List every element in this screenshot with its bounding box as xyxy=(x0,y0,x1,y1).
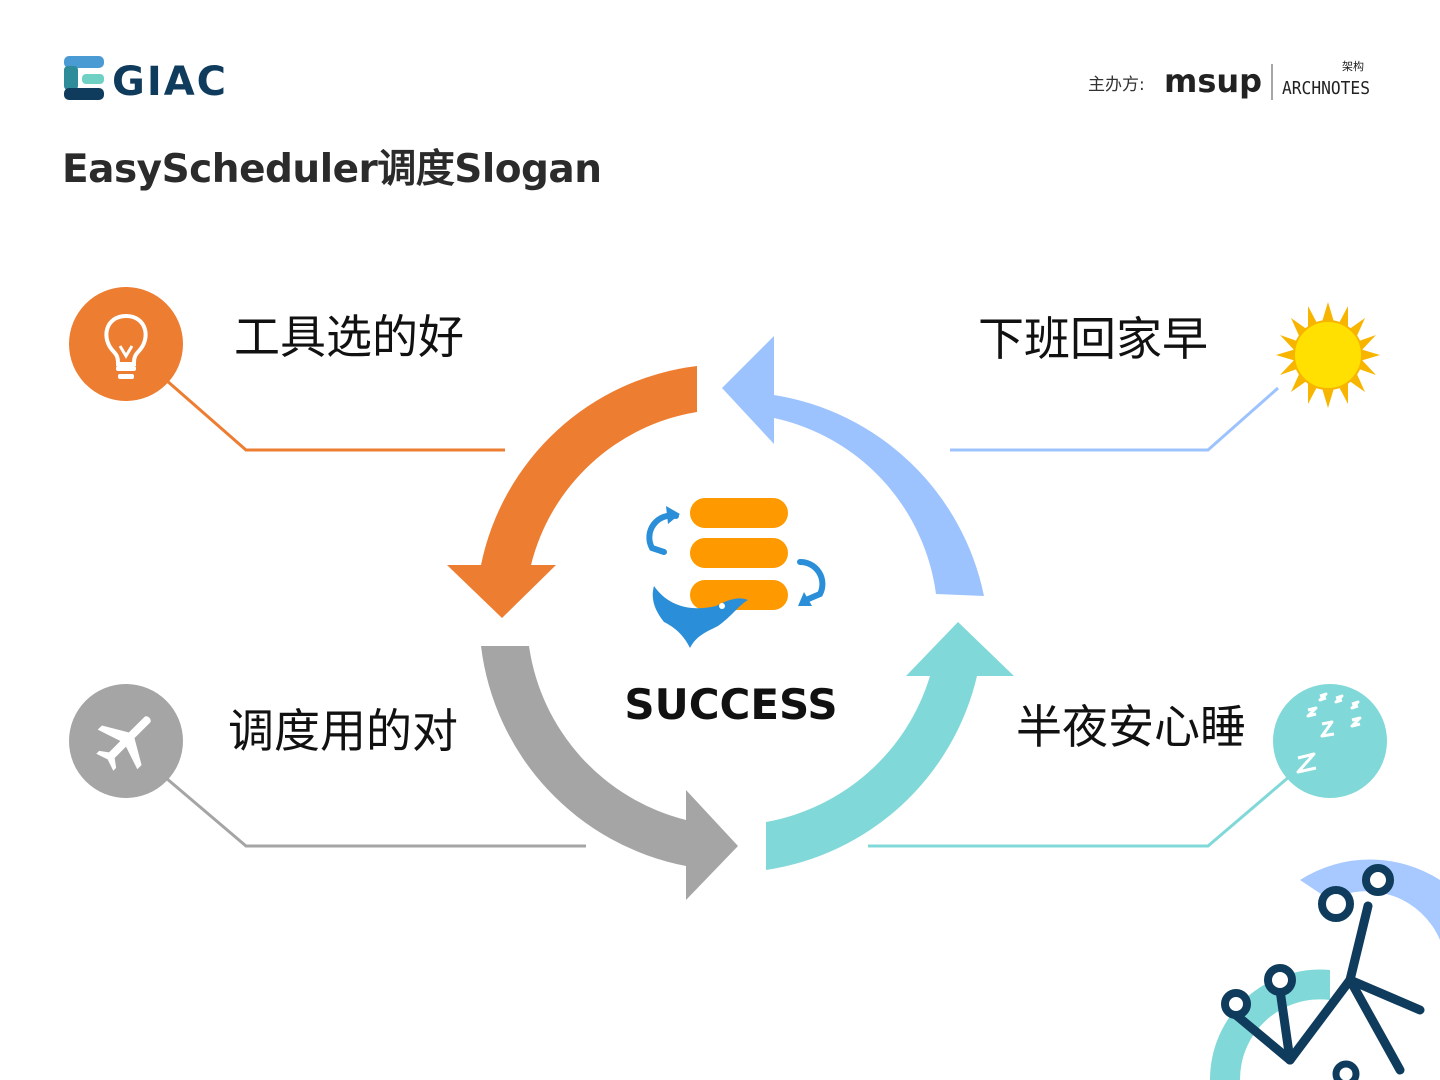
arrow-blue xyxy=(722,336,984,596)
giac-logo-mark xyxy=(64,56,104,100)
sleep-icon xyxy=(1273,684,1387,798)
archnotes-logo-top: 架构 xyxy=(1342,59,1364,73)
success-label: SUCCESS xyxy=(624,680,838,729)
giac-logo: GIAC xyxy=(64,56,228,105)
giac-logo-text: GIAC xyxy=(112,59,228,105)
decorative-network-graphic xyxy=(1209,859,1440,1080)
scheduler-database-icon xyxy=(646,498,826,648)
connector-bottom-right xyxy=(868,774,1291,848)
msup-logo: msup xyxy=(1164,62,1262,100)
archnotes-logo: ARCHNOTES xyxy=(1282,78,1370,99)
lightbulb-icon xyxy=(69,287,183,401)
slogan-bottom-left: 调度用的对 xyxy=(228,704,458,758)
connector-top-left xyxy=(165,378,505,452)
arrow-teal xyxy=(766,622,1014,870)
arrow-orange xyxy=(447,366,697,618)
connector-bottom-left xyxy=(165,776,586,848)
page-title: EasyScheduler调度Slogan xyxy=(62,147,602,192)
sponsor-block: 主办方: msup 架构 ARCHNOTES xyxy=(1080,56,1380,108)
sponsor-logos: msup 架构 ARCHNOTES xyxy=(1164,59,1370,100)
arrow-gray xyxy=(481,646,738,900)
slogan-top-right: 下班回家早 xyxy=(978,312,1208,366)
sponsor-label: 主办方: xyxy=(1088,75,1145,95)
airplane-icon xyxy=(69,684,183,798)
slogan-top-left: 工具选的好 xyxy=(234,310,464,364)
sun-icon xyxy=(1276,302,1380,408)
connector-top-right xyxy=(950,386,1279,452)
slogan-bottom-right: 半夜安心睡 xyxy=(1016,700,1246,754)
